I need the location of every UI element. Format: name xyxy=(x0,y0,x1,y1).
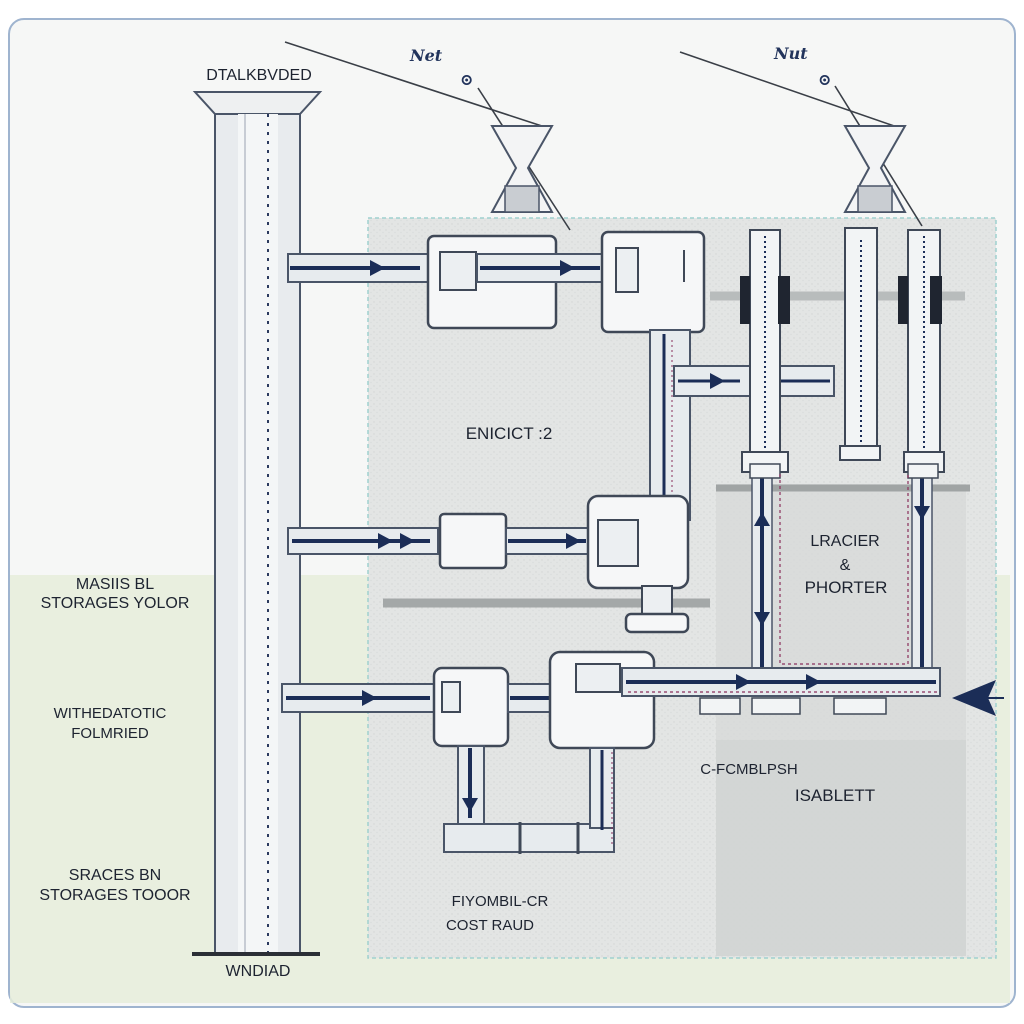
center-zone-label: ENICICT :2 xyxy=(465,424,553,443)
pipe-row-top xyxy=(287,230,706,334)
vent-right-label: Nut xyxy=(774,44,808,63)
u-loop-pipe xyxy=(443,745,615,854)
vertical-stack-column xyxy=(192,91,323,956)
left-label-3-line1: SRACES BN xyxy=(68,867,162,884)
filter-column-2 xyxy=(839,227,881,461)
left-label-1-line1: MASIIS BL xyxy=(75,576,155,593)
pipe-row-middle xyxy=(287,494,690,634)
vent-right xyxy=(679,51,923,227)
vent-left-label: Net xyxy=(410,46,443,65)
right-zone-label-line2: & xyxy=(839,557,851,574)
vent-right-mark: ⊙ xyxy=(818,70,832,89)
right-zone-label-line3: PHORTER xyxy=(804,578,888,597)
filter-column-3 xyxy=(898,229,945,473)
lower-right-label: ISABLETT xyxy=(794,786,876,805)
pipe-row-bottom xyxy=(281,650,941,750)
bottom-label-line2: COST RAUD xyxy=(445,917,535,934)
inlet-arrow-icon xyxy=(952,680,1004,716)
vent-left-mark: ⊙ xyxy=(460,70,474,89)
column-top-label: DTALKBVDED xyxy=(206,67,312,84)
left-label-3-line2: STORAGES TOOOR xyxy=(39,887,191,904)
lower-right-panel xyxy=(716,740,966,956)
column-bottom-label: WNDIAD xyxy=(225,963,291,980)
bottom-label-line1: FIYOMBIL-CR xyxy=(451,893,549,910)
lower-center-label: C-FCMBLPSH xyxy=(700,761,798,778)
left-label-2-line2: FOLMRIED xyxy=(71,725,149,742)
right-zone-label-line1: LRACIER xyxy=(810,533,880,550)
vent-left xyxy=(284,41,571,231)
left-label-2-line1: WITHEDATOTIC xyxy=(53,705,167,722)
left-label-1-line2: STORAGES YOLOR xyxy=(40,595,190,612)
